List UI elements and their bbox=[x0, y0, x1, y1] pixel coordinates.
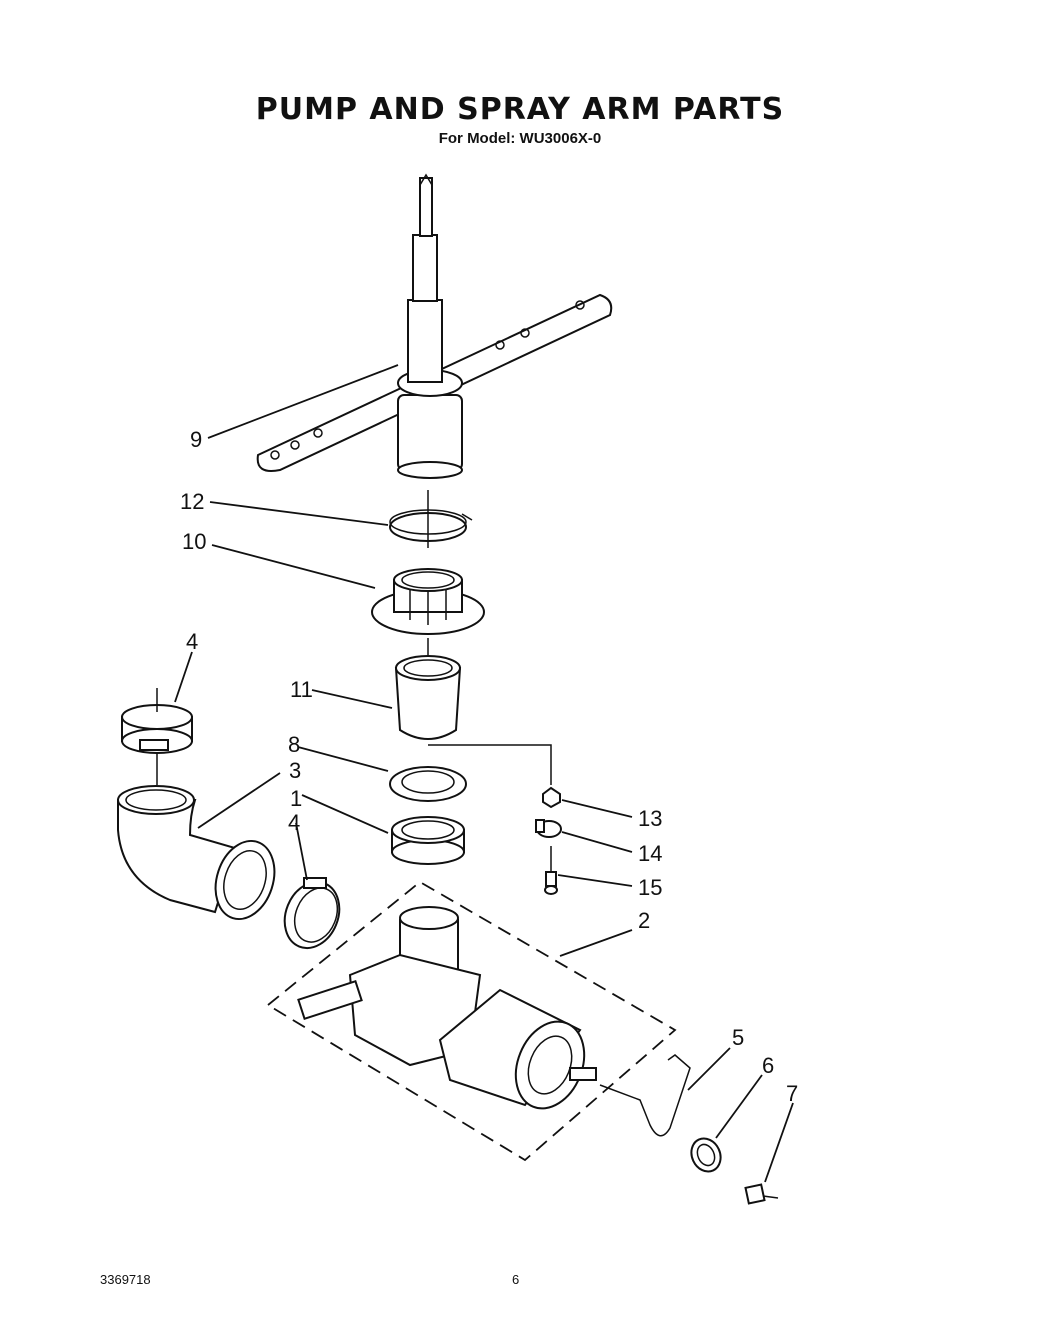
callout-3: 3 bbox=[289, 758, 301, 783]
hose-clamp-upper bbox=[121, 704, 193, 754]
callout-9: 9 bbox=[190, 427, 202, 452]
seal-ring bbox=[389, 766, 467, 802]
hose-clamp-lower bbox=[283, 877, 341, 949]
callout-5: 5 bbox=[732, 1025, 744, 1050]
callout-6: 6 bbox=[762, 1053, 774, 1078]
snap-ring bbox=[389, 509, 473, 542]
callout-10: 10 bbox=[182, 529, 206, 554]
callout-1: 1 bbox=[290, 786, 302, 811]
cup bbox=[394, 655, 462, 740]
clip bbox=[744, 1183, 779, 1205]
callout-14: 14 bbox=[638, 841, 662, 866]
pump-housing bbox=[371, 568, 485, 635]
spray-arm bbox=[256, 173, 613, 479]
drain-hose-elbow bbox=[117, 785, 276, 921]
page-title: PUMP AND SPRAY ARM PARTS bbox=[255, 92, 785, 127]
hex-nut bbox=[542, 786, 561, 809]
washer bbox=[535, 819, 562, 838]
callout-11: 11 bbox=[290, 677, 313, 702]
pump-seal bbox=[391, 816, 465, 865]
motor-bracket bbox=[599, 1054, 691, 1137]
callout-8: 8 bbox=[288, 732, 300, 757]
callout-15: 15 bbox=[638, 875, 662, 900]
callout-4-upper: 4 bbox=[186, 629, 198, 654]
screw bbox=[544, 846, 558, 895]
document-number: 3369718 bbox=[100, 1272, 151, 1287]
model-label: For Model: WU3006X-0 bbox=[438, 130, 602, 147]
callout-13: 13 bbox=[638, 806, 662, 831]
callout-2: 2 bbox=[638, 908, 650, 933]
grommet bbox=[690, 1137, 722, 1173]
callout-7: 7 bbox=[786, 1081, 798, 1106]
leader-lines bbox=[156, 364, 794, 1183]
callout-4-lower: 4 bbox=[288, 810, 300, 835]
page-number: 6 bbox=[512, 1272, 520, 1287]
callout-12: 12 bbox=[180, 489, 204, 514]
pump-motor-assembly bbox=[266, 880, 677, 1162]
